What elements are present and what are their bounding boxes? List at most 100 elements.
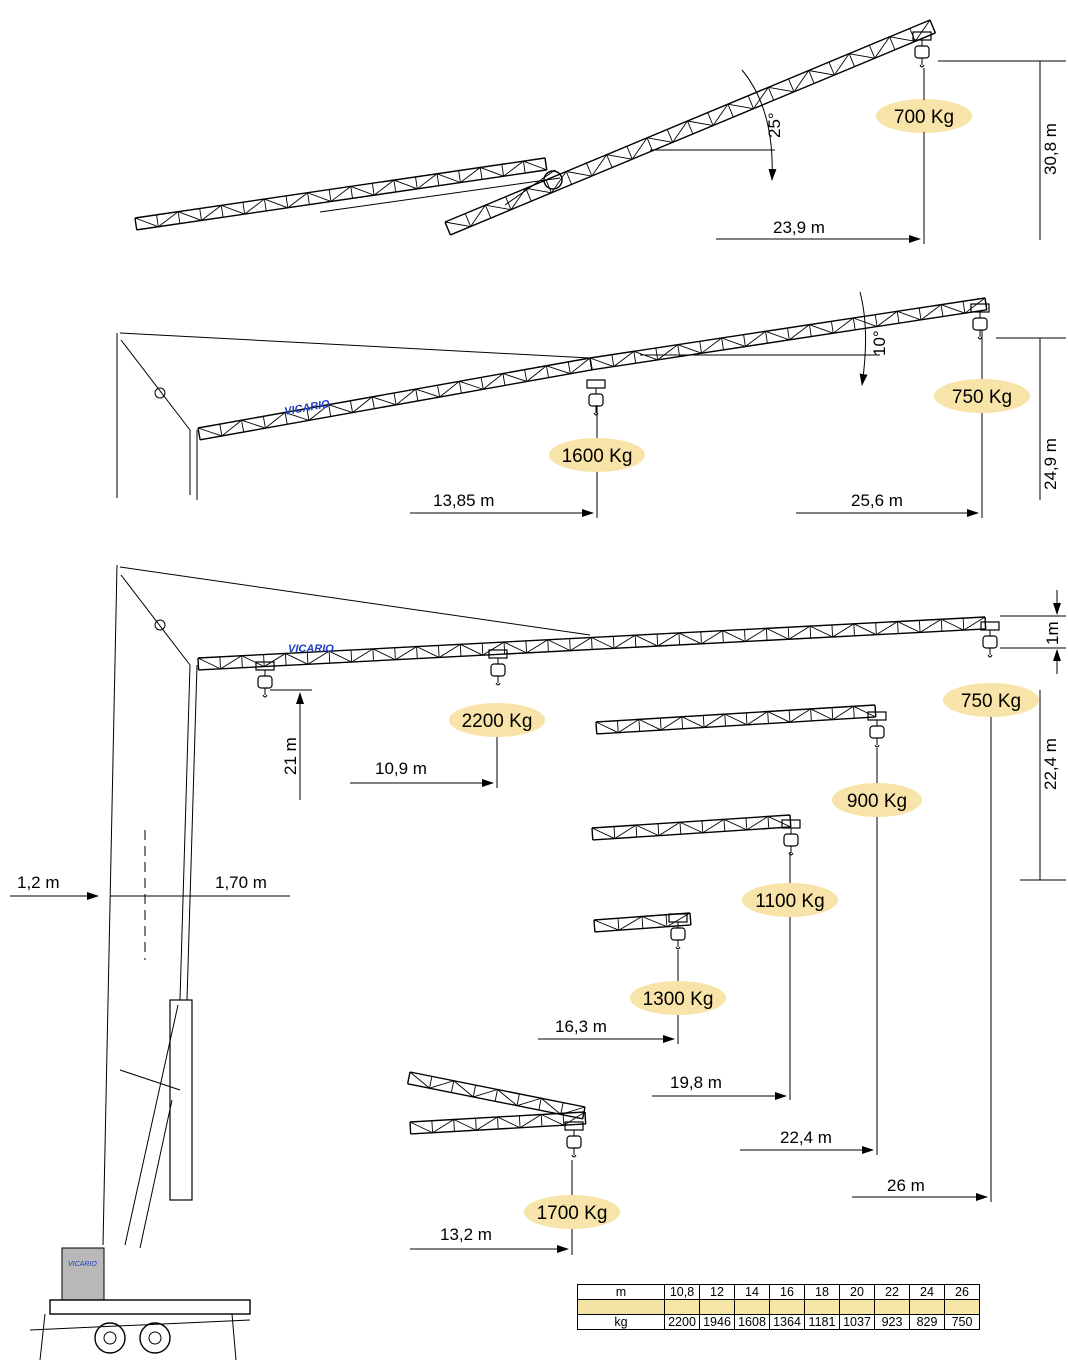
load-table-load: 2200 xyxy=(664,1314,700,1330)
load-table-load: 1608 xyxy=(734,1314,770,1330)
load-table-radius: 16 xyxy=(769,1284,805,1300)
load-mid-tip: 750 Kg xyxy=(952,387,1012,408)
load-table-radius: 26 xyxy=(944,1284,980,1300)
boom-logo-main: VICARIO xyxy=(288,643,334,655)
truss-top-rear xyxy=(134,157,548,231)
height-mid: 24,9 m xyxy=(1041,438,1060,490)
radius-main-tip: 26 m xyxy=(887,1176,925,1195)
hook-top-tip xyxy=(912,31,932,68)
config-top: 25° 700 Kg 23,9 m 30,8 m xyxy=(134,19,1066,244)
radius-jib-19: 19,8 m xyxy=(670,1073,722,1092)
load-table-highlight-cell xyxy=(769,1299,805,1315)
load-table-load: 923 xyxy=(874,1314,910,1330)
radius-jib-22: 22,4 m xyxy=(780,1128,832,1147)
radius-mid-center: 13,85 m xyxy=(433,491,494,510)
load-jib-22: 900 Kg xyxy=(847,791,907,812)
truss-mid-front xyxy=(589,297,988,371)
chassis xyxy=(49,1299,251,1315)
load-table-highlight-cell xyxy=(804,1299,840,1315)
load-table-radius-label: m xyxy=(577,1284,665,1300)
load-table-radius: 18 xyxy=(804,1284,840,1300)
truss-main-boom xyxy=(197,616,987,671)
cab-logo: VICARIO xyxy=(68,1261,97,1268)
radius-main-near: 10,9 m xyxy=(375,759,427,778)
load-table-radius: 20 xyxy=(839,1284,875,1300)
load-badge-jib-16 xyxy=(630,981,726,1015)
hook-main-near xyxy=(255,661,275,698)
load-badge-jib-19 xyxy=(742,883,838,917)
height-main-near: 21 m xyxy=(281,737,300,775)
load-table-highlight-cell xyxy=(909,1299,945,1315)
hook-fold xyxy=(564,1121,584,1158)
load-jib-16: 1300 Kg xyxy=(643,989,714,1010)
load-badge-main-2200 xyxy=(449,703,545,737)
load-top-tip: 700 Kg xyxy=(894,107,954,128)
load-table-highlight-cell xyxy=(839,1299,875,1315)
truss-jib-19 xyxy=(591,814,792,841)
load-table-radius: 12 xyxy=(699,1284,735,1300)
hook-main-2200 xyxy=(488,649,508,686)
hook-mid-tip xyxy=(970,303,990,340)
mast-offset-right: 1,70 m xyxy=(215,873,267,892)
angle-mid-label: 10° xyxy=(870,330,889,356)
radius-fold: 13,2 m xyxy=(440,1225,492,1244)
mast-offset-left: 1,2 m xyxy=(17,873,60,892)
load-table-highlight-row xyxy=(577,1299,980,1315)
load-table-highlight-cell xyxy=(699,1299,735,1315)
load-table-load: 829 xyxy=(909,1314,945,1330)
load-table-load-row: kg 2200 1946 1608 1364 1181 1037 923 829… xyxy=(577,1314,980,1330)
height-main-tip: 22,4 m xyxy=(1041,738,1060,790)
load-jib-19: 1100 Kg xyxy=(755,891,824,912)
load-table-highlight-cell xyxy=(664,1299,700,1315)
load-table-load: 750 xyxy=(944,1314,980,1330)
tip-offset-main: 1m xyxy=(1043,621,1062,645)
hook-jib-16 xyxy=(668,913,688,950)
height-top: 30,8 m xyxy=(1041,123,1060,175)
load-table-radius: 24 xyxy=(909,1284,945,1300)
hook-main-tip xyxy=(980,621,1000,658)
cab xyxy=(61,1247,105,1301)
load-badge-mid-tip xyxy=(934,379,1030,413)
load-badge-fold xyxy=(524,1195,620,1229)
load-table-highlight-cell xyxy=(734,1299,770,1315)
load-badge-jib-22 xyxy=(832,783,922,817)
truss-jib-22 xyxy=(595,704,877,735)
config-main: VICARIO 21 m 2200 Kg 10,9 m 1m 750 Kg 26… xyxy=(10,564,1066,1360)
config-middle: VICARIO 10° 1600 Kg 13,85 m 750 Kg 25,6 … xyxy=(116,291,1066,518)
wheel-rear xyxy=(139,1322,171,1354)
radius-top-tip: 23,9 m xyxy=(773,218,825,237)
truss-fold-lower xyxy=(409,1111,587,1135)
load-table-radius: 22 xyxy=(874,1284,910,1300)
load-table-load-label: kg xyxy=(577,1314,665,1330)
truss-mid-rear xyxy=(197,357,593,441)
radius-mid-tip: 25,6 m xyxy=(851,491,903,510)
load-table-load: 1037 xyxy=(839,1314,875,1330)
load-table-load: 1364 xyxy=(769,1314,805,1330)
load-table-radius-row: m 10,8 12 14 16 18 20 22 24 26 xyxy=(577,1284,980,1300)
hook-jib-19 xyxy=(781,819,801,856)
load-table-highlight-cell xyxy=(874,1299,910,1315)
load-main-tip: 750 Kg xyxy=(961,691,1021,712)
load-mid-center: 1600 Kg xyxy=(562,446,633,467)
load-table-load: 1181 xyxy=(804,1314,840,1330)
load-badge-main-tip xyxy=(943,683,1039,717)
boom-logo-mid: VICARIO xyxy=(283,398,331,418)
load-table: m 10,8 12 14 16 18 20 22 24 26 kg 2200 1… xyxy=(577,1284,980,1330)
load-table-load: 1946 xyxy=(699,1314,735,1330)
angle-top-label: 25° xyxy=(765,112,784,138)
hook-jib-22 xyxy=(867,711,887,748)
load-table-radius: 14 xyxy=(734,1284,770,1300)
load-badge-top-tip xyxy=(876,99,972,133)
load-fold: 1700 Kg xyxy=(537,1203,608,1224)
radius-jib-16: 16,3 m xyxy=(555,1017,607,1036)
load-table-radius: 10,8 xyxy=(664,1284,700,1300)
load-table-highlight-cell xyxy=(577,1299,665,1315)
wheel-front xyxy=(94,1322,126,1354)
load-table-highlight-cell xyxy=(944,1299,980,1315)
load-main-2200: 2200 Kg xyxy=(462,711,533,732)
truss-top-front xyxy=(444,19,937,236)
load-badge-mid-center xyxy=(549,438,645,472)
truss-fold-upper xyxy=(406,1071,586,1120)
hook-mid-center xyxy=(586,379,606,416)
